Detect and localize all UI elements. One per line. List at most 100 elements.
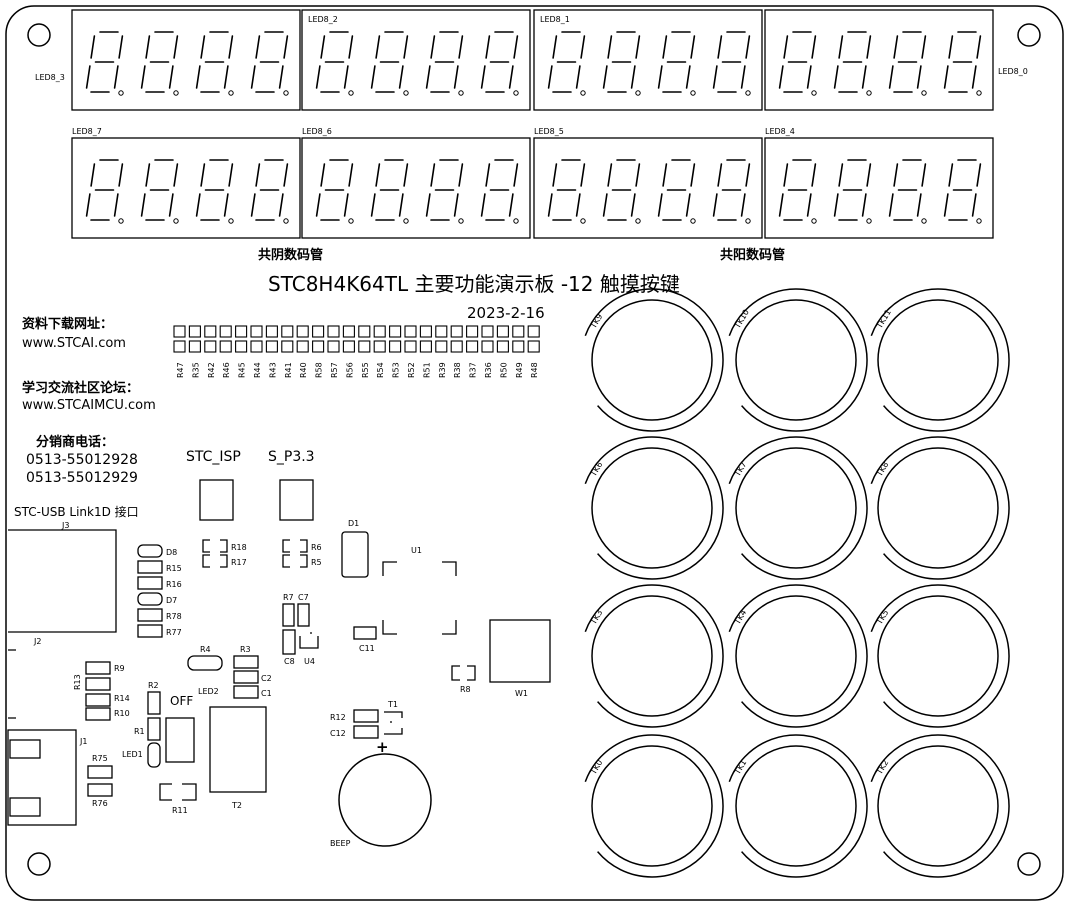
seven-segment-digit — [888, 31, 927, 96]
touch-key-tk10[interactable]: TK10 — [728, 288, 868, 432]
array-resistor-label: R36 — [484, 362, 493, 378]
board-title: STC8H4K64TL 主要功能演示板 -12 触摸按键 — [268, 272, 680, 296]
label-r17: R17 — [231, 558, 247, 567]
array-resistor: R48 — [527, 325, 540, 378]
array-resistor: R50 — [496, 325, 509, 378]
array-resistor-label: R48 — [530, 362, 539, 378]
display-led8-5: LED8_5 — [533, 127, 763, 239]
touch-key-tk6[interactable]: TK6 — [584, 436, 724, 580]
label-r75: R75 — [92, 754, 108, 763]
touch-key-tk4[interactable]: TK4 — [728, 584, 868, 728]
resistor-pairs-r5-r18 — [202, 539, 308, 568]
touch-key-tk3[interactable]: TK3 — [584, 584, 724, 728]
display-label: LED8_2 — [308, 15, 338, 24]
array-resistor-label: R40 — [299, 362, 308, 378]
mounting-hole-bottom-left — [27, 852, 51, 876]
component-r77: R77 — [137, 624, 182, 638]
seven-segment-digit — [480, 159, 519, 224]
array-resistor-label: R55 — [361, 362, 370, 378]
isp-button[interactable] — [199, 479, 234, 521]
label-c1: C1 — [261, 689, 272, 698]
touch-key-tk7[interactable]: TK7 — [728, 436, 868, 580]
touch-key-tk8[interactable]: TK8 — [870, 436, 1010, 580]
seven-segment-digit — [250, 31, 289, 96]
touch-key-tk1[interactable]: TK1 — [728, 734, 868, 878]
label-r12: R12 — [330, 713, 346, 722]
array-resistor-label: R46 — [222, 362, 231, 378]
label-c2: C2 — [261, 674, 272, 683]
label-beep: BEEP — [330, 839, 351, 848]
p33-button[interactable] — [279, 479, 314, 521]
seven-segment-digit — [315, 31, 354, 96]
forum-url: www.STCAIMCU.com — [22, 398, 156, 413]
label-w1: W1 — [515, 689, 528, 698]
label-r8: R8 — [460, 685, 471, 694]
seven-segment-digit — [140, 159, 179, 224]
resistor-r7 — [282, 603, 295, 627]
display-label: LED8_0 — [998, 67, 1028, 76]
seven-segment-digit — [602, 159, 641, 224]
array-resistor: R49 — [512, 325, 525, 378]
array-resistor-label: R45 — [238, 362, 247, 378]
array-resistor-label: R39 — [438, 362, 447, 378]
array-resistor-label: R41 — [284, 362, 293, 378]
distributor-phone-1: 0513-55012928 — [26, 452, 138, 468]
label-r3: R3 — [240, 645, 251, 654]
isp-button-label: STC_ISP — [186, 449, 241, 465]
array-resistor-label: R37 — [469, 362, 478, 378]
touch-key-tk5[interactable]: TK5 — [870, 584, 1010, 728]
forum-label: 学习交流社区论坛： — [22, 380, 139, 396]
touch-key-tk11[interactable]: TK11 — [870, 288, 1010, 432]
array-resistor-label: R44 — [253, 362, 262, 378]
array-resistor: R38 — [450, 325, 463, 378]
array-resistor-label: R53 — [392, 362, 401, 378]
array-resistor-label: R57 — [330, 362, 339, 378]
resistor-r8 — [451, 665, 476, 681]
display-label: LED8_3 — [35, 73, 65, 82]
array-resistor: R37 — [466, 325, 479, 378]
array-resistor: R36 — [481, 325, 494, 378]
label-r78: R78 — [166, 612, 182, 621]
array-resistor: R45 — [235, 325, 248, 378]
display-led8-2: LED8_2 — [301, 9, 531, 111]
seven-segment-digit — [833, 159, 872, 224]
component-d8: D8 — [137, 544, 177, 558]
label-j2: J2 — [33, 637, 41, 646]
seven-segment-digit — [547, 31, 586, 96]
download-url: www.STCAI.com — [22, 336, 126, 351]
touch-key-tk2[interactable]: TK2 — [870, 734, 1010, 878]
regulator-u4 — [299, 632, 319, 649]
seven-segment-digit — [833, 31, 872, 96]
distributor-label: 分销商电话： — [36, 434, 114, 450]
seven-segment-digit — [425, 159, 464, 224]
seven-segment-digit — [547, 159, 586, 224]
seven-segment-digit — [712, 159, 751, 224]
touch-key-tk0[interactable]: TK0 — [584, 734, 724, 878]
seven-segment-digit — [778, 159, 817, 224]
board-outline — [5, 5, 1064, 901]
seven-segment-digit — [250, 159, 289, 224]
connector-j2-edge — [8, 649, 16, 719]
display-led8-7: LED8_7 — [71, 127, 301, 239]
label-d1: D1 — [348, 519, 359, 528]
power-switch-off[interactable] — [165, 717, 195, 763]
label-u1: U1 — [411, 546, 422, 555]
label-r1: R1 — [134, 727, 145, 736]
resistor-group-r9-r10 — [85, 661, 111, 721]
touch-key-tk9[interactable]: TK9 — [584, 288, 724, 432]
label-c12: C12 — [330, 729, 346, 738]
array-resistor: R58 — [312, 325, 325, 378]
label-d7: D7 — [166, 596, 177, 605]
resistor-r12 — [353, 709, 379, 723]
resistor-r75 — [87, 765, 113, 779]
array-resistor-label: R51 — [422, 362, 431, 378]
array-resistor: R56 — [342, 325, 355, 378]
label-j1: J1 — [79, 737, 87, 746]
label-u4: U4 — [304, 657, 315, 666]
seven-segment-digit — [480, 31, 519, 96]
resistor-r11 — [159, 783, 197, 801]
